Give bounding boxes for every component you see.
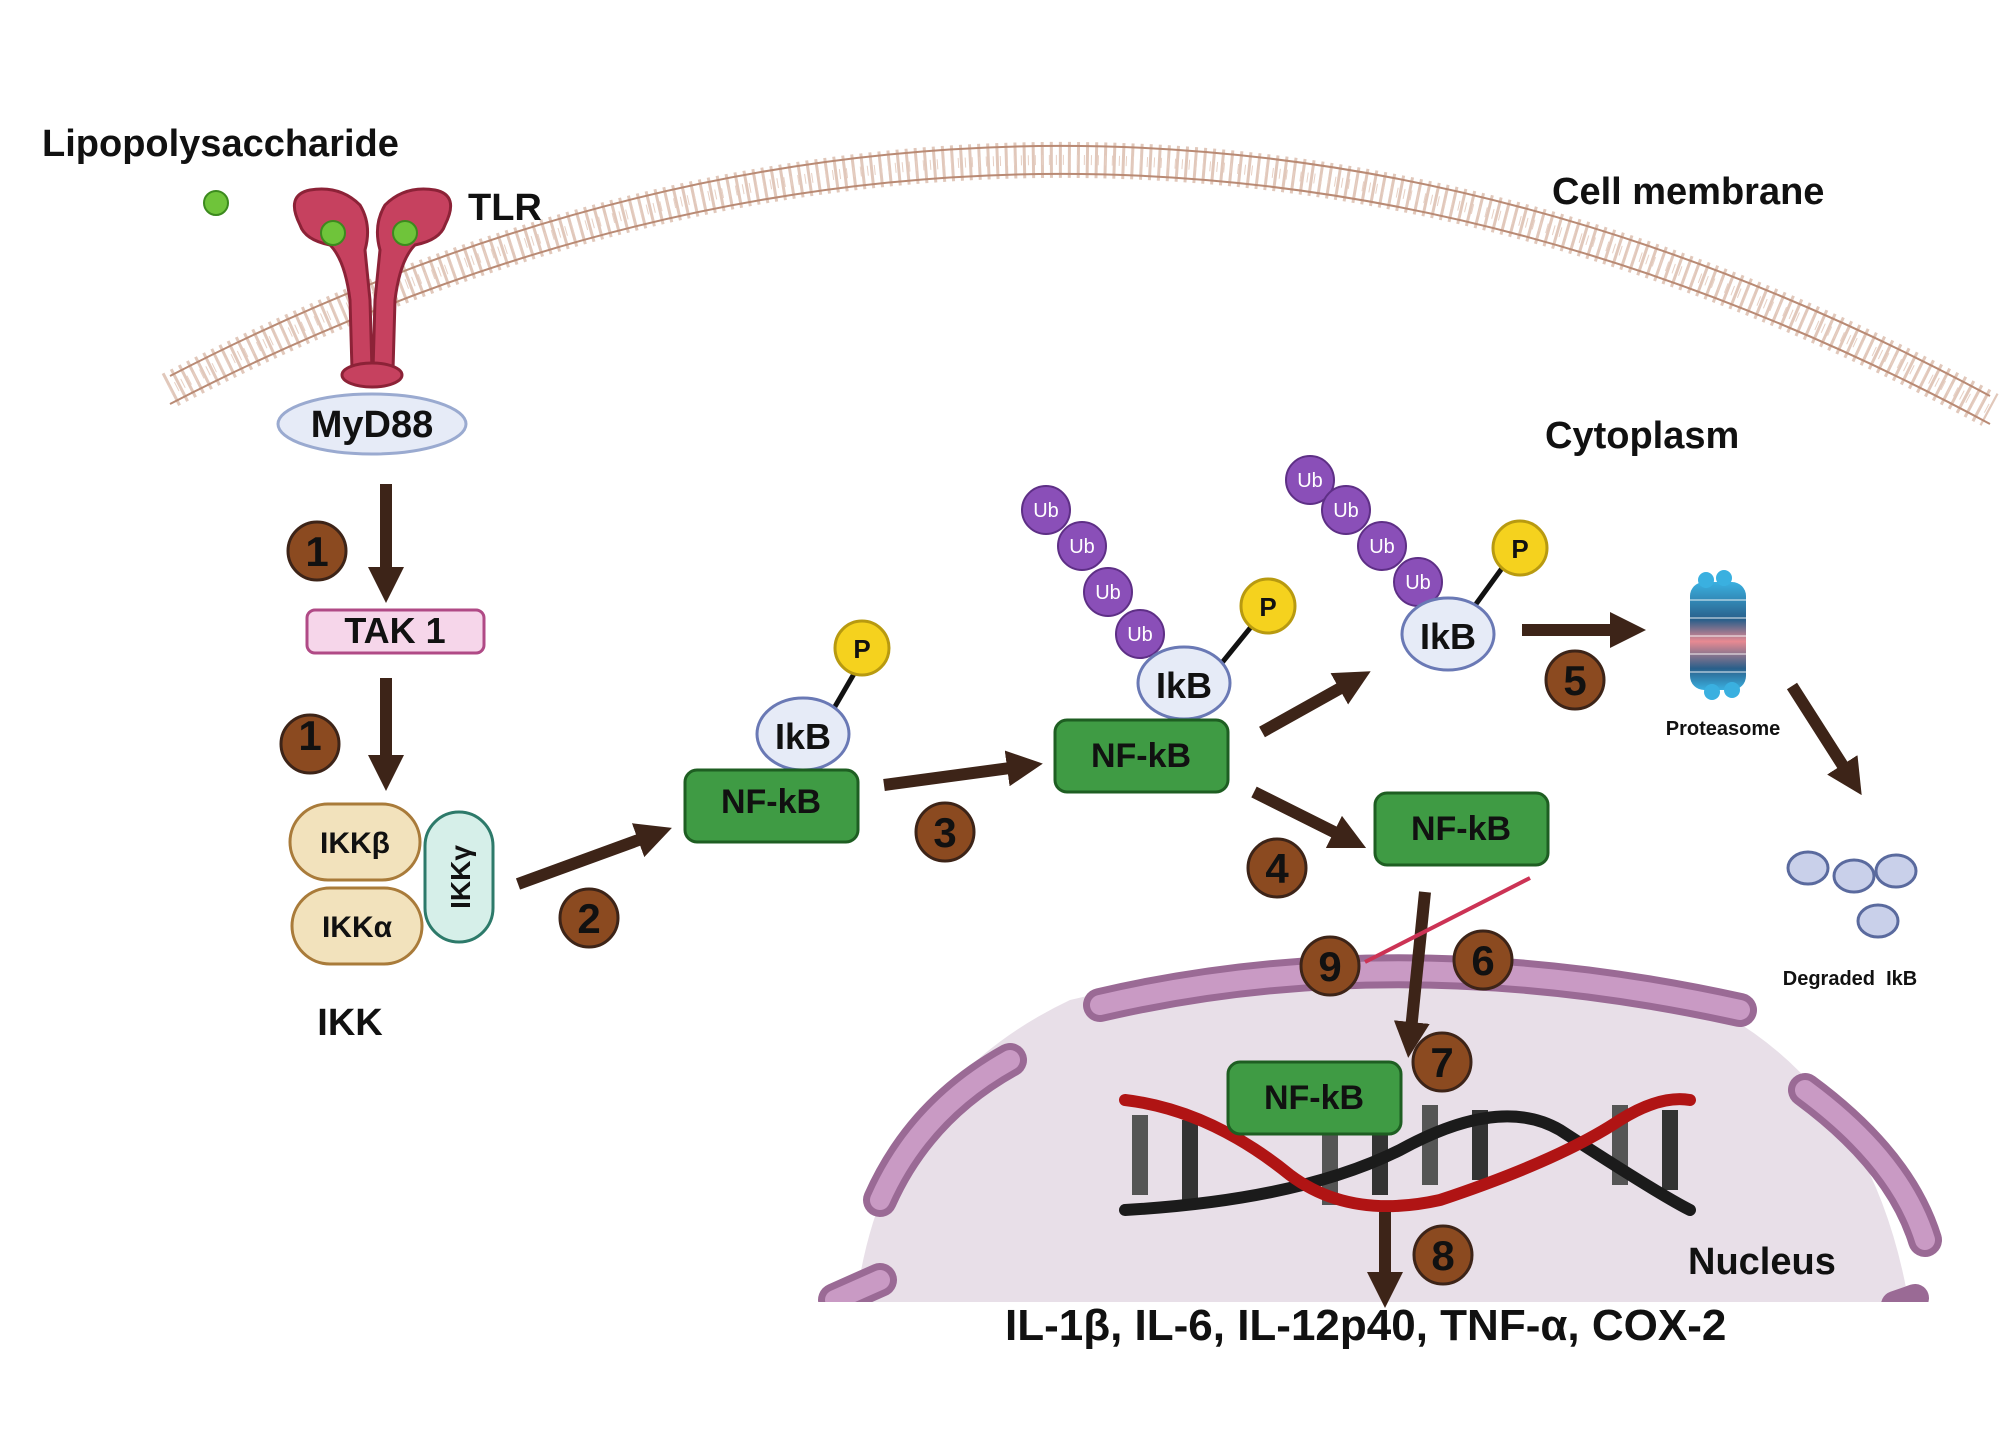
svg-text:1: 1: [298, 712, 321, 759]
arrow-proteasome-to-degraded: [1786, 682, 1862, 796]
ub-label-4: Ub: [1127, 624, 1153, 646]
proteasome: [1690, 570, 1746, 700]
step-badge-2: 2: [558, 887, 620, 949]
tlr-receptor: [292, 187, 453, 389]
svg-text:7: 7: [1430, 1039, 1453, 1086]
step-badge-5: 5: [1544, 649, 1606, 711]
lipopolysaccharide-particle: [203, 190, 229, 216]
proteasome-label: Proteasome: [1666, 718, 1781, 740]
ikb-label-1: IkB: [775, 716, 831, 757]
phospho-label-3: P: [1511, 534, 1528, 564]
nfkb-label-3: NF-kB: [1411, 810, 1511, 848]
cytoplasm-label: Cytoplasm: [1545, 415, 1739, 457]
degraded-ikb: [1786, 850, 1918, 939]
step-badge-9: 9: [1299, 935, 1361, 997]
svg-text:8: 8: [1431, 1232, 1454, 1279]
degraded-ikb-label: Degraded IkB: [1783, 968, 1917, 990]
ikk-alpha-label: IKKα: [322, 911, 393, 944]
step-badge-7: 7: [1411, 1031, 1473, 1093]
step-badge-6: 6: [1452, 929, 1514, 991]
nucleus-label: Nucleus: [1688, 1241, 1836, 1283]
phospho-label-1: P: [853, 634, 870, 664]
cell-membrane: [161, 141, 1999, 426]
myd88-node: MyD88: [276, 392, 468, 456]
svg-text:6: 6: [1471, 937, 1494, 984]
nuclear-nfkb: NF-kB: [1226, 1060, 1403, 1136]
ub-label-1: Ub: [1033, 500, 1059, 522]
ikb-label-3: IkB: [1420, 616, 1476, 657]
ikk-gamma-label: IKKγ: [445, 845, 476, 909]
nfkb-ikb-ubiquitin-complex: Ub Ub Ub Ub P IkB NF-kB: [1021, 485, 1297, 794]
step-badge-8: 8: [1412, 1224, 1474, 1286]
nfkb-label-4: NF-kB: [1264, 1079, 1364, 1117]
arrow-release-nfkb: [1251, 786, 1367, 849]
svg-text:3: 3: [933, 809, 956, 856]
svg-text:1: 1: [305, 528, 328, 575]
tak1-node: TAK 1: [305, 608, 486, 655]
svg-text:9: 9: [1318, 943, 1341, 990]
step-badge-3: 3: [914, 801, 976, 863]
arrow-to-free-ikb: [1259, 671, 1371, 738]
tlr-label: TLR: [468, 187, 542, 229]
ub-label-3: Ub: [1095, 582, 1121, 604]
lipopolysaccharide-label: Lipopolysaccharide: [42, 123, 399, 165]
ub-label-5: Ub: [1297, 470, 1323, 492]
cell-membrane-label: Cell membrane: [1552, 171, 1824, 213]
nfkb-label-1: NF-kB: [721, 783, 821, 821]
arrow-phospho-to-ubiquitin: [883, 750, 1043, 791]
myd88-label: MyD88: [311, 404, 434, 446]
arrow-nfkb-to-nucleus: [1393, 891, 1431, 1058]
free-ikb-ubiquitinated: Ub Ub Ub Ub P IkB: [1285, 455, 1549, 672]
pathway-arrows: [368, 484, 1862, 1308]
free-nfkb: NF-kB: [1373, 791, 1550, 867]
step-badges: 1 1 2 3 4 5 6 7 8 9: [279, 520, 1606, 1286]
ub-label-2: Ub: [1069, 536, 1095, 558]
ub-label-6: Ub: [1333, 500, 1359, 522]
step-badge-1a: 1: [286, 520, 348, 582]
step-badge-4: 4: [1246, 837, 1308, 899]
nfkb-ikb-phospho-complex: P IkB NF-kB: [683, 619, 891, 844]
ub-label-8: Ub: [1405, 572, 1431, 594]
phospho-label-2: P: [1259, 592, 1276, 622]
dna-helix: [1119, 1093, 1696, 1216]
arrow-ikk-to-nfkb-ikb: [515, 823, 672, 890]
inhibition-line: [1364, 876, 1531, 964]
svg-text:5: 5: [1563, 657, 1586, 704]
target-genes-label: IL-1β, IL-6, IL-12p40, TNF-α, COX-2: [1005, 1301, 1726, 1350]
ikk-complex: IKKβ IKKα IKKγ: [288, 802, 495, 966]
ikk-beta-label: IKKβ: [320, 827, 390, 860]
tak1-label: TAK 1: [344, 610, 445, 651]
ikb-label-2: IkB: [1156, 665, 1212, 706]
svg-text:4: 4: [1265, 845, 1289, 892]
ikk-label: IKK: [317, 1002, 383, 1044]
svg-text:2: 2: [577, 895, 600, 942]
step-badge-1b: 1: [279, 712, 341, 775]
ub-label-7: Ub: [1369, 536, 1395, 558]
nfkb-label-2: NF-kB: [1091, 737, 1191, 775]
